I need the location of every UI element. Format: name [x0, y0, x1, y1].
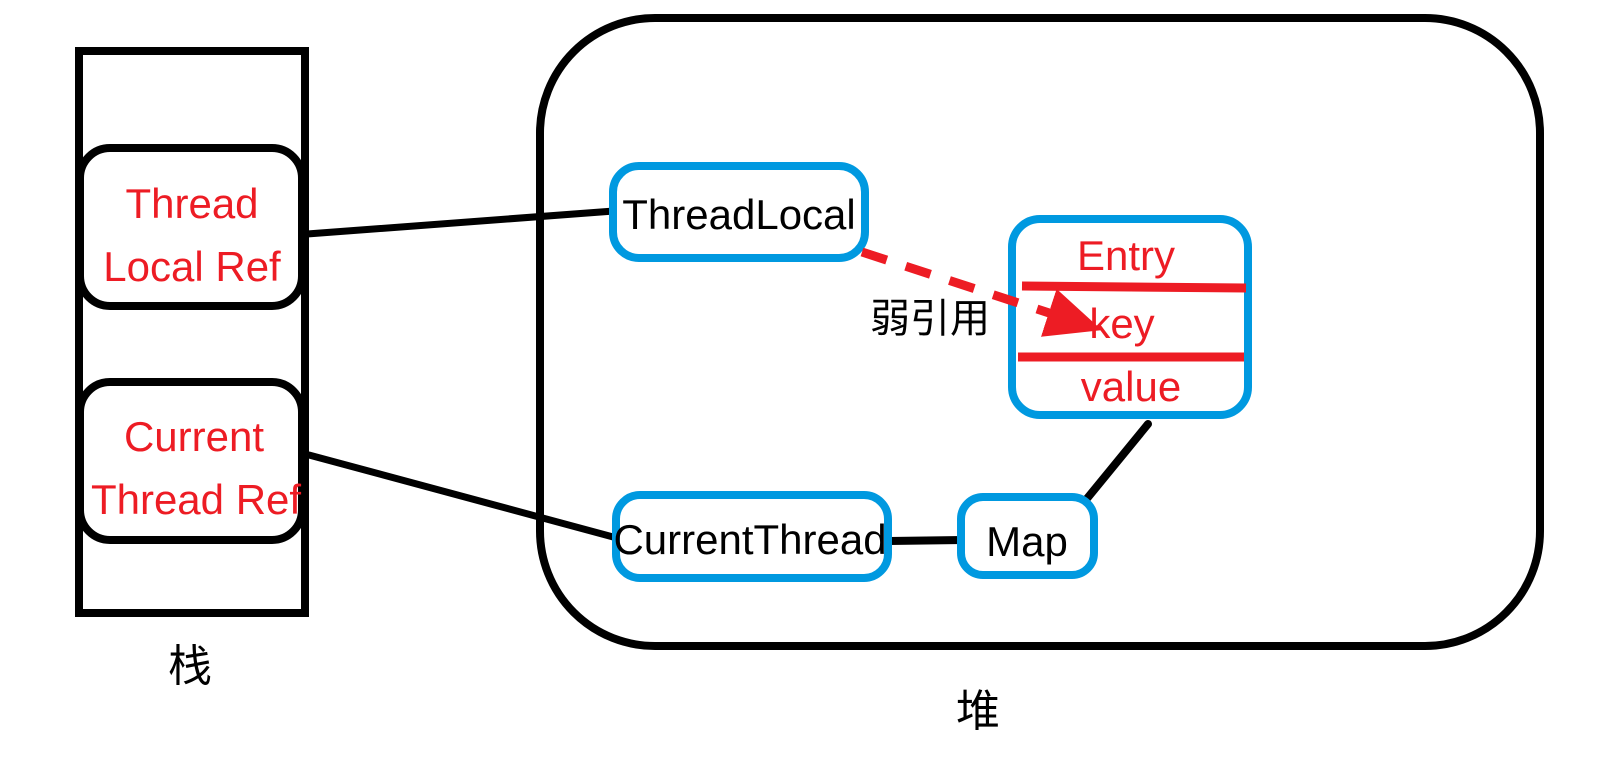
edge-threadlocalref-to-threadlocal	[303, 207, 618, 238]
object-entry-border	[1008, 215, 1252, 419]
stack-slot-thread-local-ref-border	[76, 144, 306, 310]
edge-threadlocal-to-entry-key	[860, 247, 1102, 337]
edge-currentthread-to-map	[885, 536, 967, 545]
object-map-border	[957, 493, 1098, 579]
edge-currentthreadref-to-currentthread	[305, 451, 632, 545]
heap-region-border	[536, 14, 1544, 650]
stack-region-border	[75, 47, 309, 617]
edge-map-to-entry	[1072, 420, 1152, 516]
entry-divider-top	[1021, 281, 1247, 293]
object-currentthread-border	[612, 491, 892, 582]
object-threadlocal-border	[609, 162, 869, 262]
stack-slot-current-thread-ref-border	[76, 378, 306, 544]
